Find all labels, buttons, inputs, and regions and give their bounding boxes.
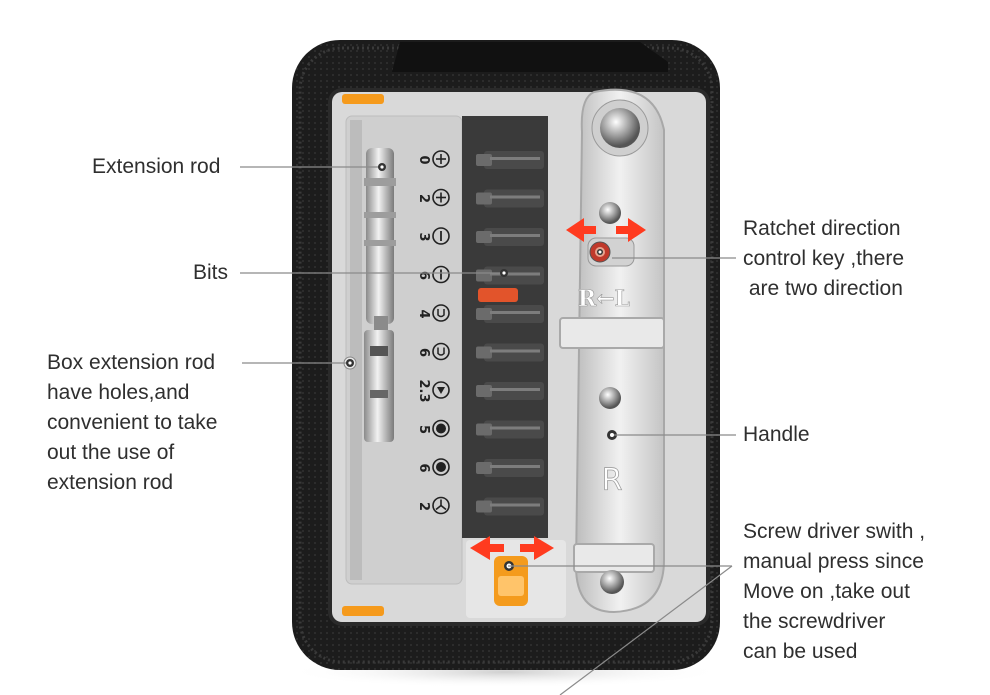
- bits-group: [476, 151, 544, 516]
- bit: [476, 343, 544, 362]
- bit: [476, 305, 544, 323]
- bit-size-label: 2: [416, 194, 431, 203]
- bit-size-label: 4: [416, 309, 431, 318]
- switch-arrow-right: [520, 536, 554, 560]
- slotted-icon: [432, 265, 450, 284]
- handle-clip-top: [559, 317, 665, 349]
- bit: [476, 459, 544, 477]
- case-top-seam: [392, 42, 668, 72]
- bit: [476, 266, 544, 285]
- compartment-rail: [350, 120, 362, 580]
- highlighted-bit: [478, 288, 518, 302]
- label-line: control key ,there: [743, 247, 905, 270]
- bit-size-label: 6: [416, 463, 431, 472]
- bit-size-label: 2: [416, 502, 431, 511]
- label-line: the screwdriver: [743, 610, 886, 633]
- callout-dots: [346, 163, 508, 367]
- label-line: convenient to take: [47, 411, 218, 434]
- label-ratchet-direction: Ratchet direction control key ,there are…: [743, 214, 904, 304]
- bit: [476, 228, 544, 246]
- label-bits: Bits: [193, 261, 229, 284]
- slotted-icon: [432, 227, 450, 245]
- label-line: Move on ,take out: [743, 580, 910, 603]
- bit: [476, 151, 544, 169]
- label-screwdriver-switch: Screw driver swith , manual press since …: [743, 517, 925, 667]
- ratchet-head: [600, 108, 640, 148]
- ratchet-arrow-right: [616, 218, 646, 242]
- phillips-icon: [432, 188, 450, 207]
- bit: [476, 497, 544, 516]
- bit-engravings: 0 2 3 6 4 6 2.3 5 6 2: [416, 150, 450, 515]
- ratchet-arrow-left: [566, 218, 596, 242]
- handle-mark: R: [602, 463, 623, 498]
- bit-size-label: 5: [416, 425, 431, 434]
- label-line: manual press since: [743, 550, 924, 573]
- direction-mark: R←L: [578, 286, 630, 312]
- label-line: extension rod: [47, 471, 174, 494]
- label-line: Ratchet direction: [743, 217, 901, 240]
- label-line: have holes,and: [47, 381, 190, 404]
- u-drive-icon: [432, 342, 450, 361]
- triangle-drive-icon: [432, 381, 450, 399]
- callout-lines: [240, 166, 736, 695]
- hinge-top: [342, 94, 384, 104]
- bit-size-label: 0: [416, 155, 431, 164]
- hex-drive-icon: [432, 419, 450, 438]
- u-drive-icon: [432, 304, 450, 322]
- ratchet-handle: [574, 88, 665, 614]
- bit-size-label: 6: [416, 348, 431, 357]
- hinge-bottom: [342, 606, 384, 616]
- box-extension-rod: [364, 330, 394, 442]
- label-box-extension-rod: Box extension rod have holes,and conveni…: [47, 348, 217, 498]
- extension-rod: [366, 148, 394, 324]
- bit-size-label: 6: [416, 271, 431, 280]
- label-line: Screw driver swith ,: [743, 520, 926, 543]
- switch-arrow-left: [470, 536, 504, 560]
- bit: [476, 420, 544, 439]
- bit: [476, 382, 544, 400]
- handle-clip-bottom: [573, 543, 655, 573]
- label-line: out the use of: [47, 441, 175, 464]
- tri-wing-icon: [432, 496, 450, 515]
- phillips-icon: [432, 150, 450, 168]
- label-extension-rod: Extension rod: [92, 155, 221, 178]
- bit-size-label: 2.3: [416, 379, 431, 402]
- label-handle: Handle: [743, 423, 810, 446]
- hex-drive-icon: [432, 458, 450, 476]
- label-line: Box extension rod: [47, 351, 216, 374]
- bit-size-label: 3: [416, 232, 431, 241]
- label-line: are two direction: [743, 277, 903, 300]
- bit: [476, 189, 544, 208]
- label-line: can be used: [743, 640, 858, 663]
